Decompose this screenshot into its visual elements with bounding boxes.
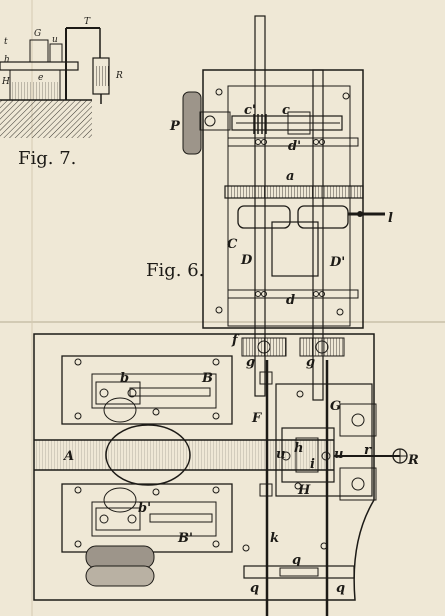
label-d: d [286,293,295,308]
pulley-p [182,91,231,155]
label-e-fig7: e [38,73,43,83]
label-H: H [297,483,311,498]
label-k: k [270,531,279,546]
figure-7-caption: Fig. 7. [18,148,76,169]
housing-B-prime [61,483,233,553]
label-G: G [330,399,341,414]
label-A: A [62,449,74,464]
label-P: P [169,119,181,134]
figure-6-upper-frame [202,69,364,329]
label-i: i [310,457,315,472]
label-g-left: g [246,355,255,370]
label-g-fig7: G [34,29,41,39]
right-mechanism [242,383,408,552]
label-h: h [294,441,303,456]
label-T-fig7: T [84,17,91,27]
bearings-f-g [241,337,345,357]
label-q-right: q [336,581,345,596]
label-f: f [231,333,240,348]
label-u-fig7: u [52,35,58,45]
label-q-left: q [250,581,259,596]
label-R: R [407,453,419,468]
label-d-prime: d' [288,139,301,154]
figure-7-drawing [0,27,110,138]
label-H-fig7: H [1,77,10,87]
label-F: F [251,411,262,426]
label-u-right: u [334,447,343,462]
label-c: c [282,103,290,118]
label-B-prime: B' [177,531,193,546]
roller [85,545,155,587]
spring-mechanism-c [231,111,343,135]
gear-a [224,185,364,199]
label-b-prime: b' [138,501,151,516]
label-C: C [227,237,238,252]
label-g-right: g [306,355,315,370]
label-h-fig7: h [4,55,10,65]
label-b: b [120,371,129,386]
label-D: D [240,253,253,268]
link-k-and-plate-q [243,371,355,579]
figure-6-caption: Fig. 6. [146,260,204,281]
label-R-fig7: R [115,71,123,81]
label-B: B [201,371,213,386]
vertical-shafts [254,15,329,616]
label-a: a [286,169,294,184]
housing-B [61,355,233,425]
label-c-prime: c' [244,103,256,118]
label-t-fig7: t [4,37,8,47]
label-r: r [364,443,372,458]
label-q-top: q [292,553,301,568]
main-shaft-A [34,397,334,513]
couplings [237,205,385,229]
label-D-prime: D' [329,255,345,270]
label-l: l [388,211,393,226]
label-u-left: u [276,447,285,462]
crossbars [227,137,359,299]
